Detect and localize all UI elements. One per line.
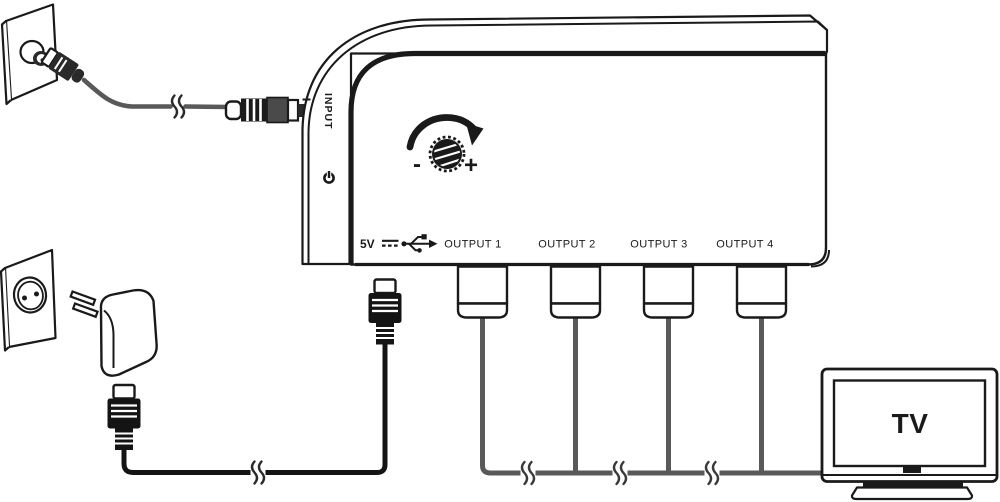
output-cables: [480, 315, 823, 476]
cable-break-icon: [704, 460, 720, 486]
power-spec-label: 5V: [360, 237, 375, 251]
gain-max-label: +: [464, 152, 478, 179]
usb-power-cable: [121, 343, 388, 475]
power-icon: [323, 171, 335, 184]
tv: TV: [820, 367, 999, 501]
output-port-2: [549, 265, 602, 319]
power-adapter-icon: [69, 288, 158, 377]
tv-label: TV: [892, 408, 929, 439]
amplifier-device: INPUT - + 5V: [301, 14, 830, 319]
usb-plug-device-icon: [368, 278, 402, 345]
device-front-face: [348, 50, 830, 268]
rotary-knob-icon: - +: [406, 114, 484, 179]
tv-stand-neck: [863, 480, 963, 488]
output-label-4: OUTPUT 4: [716, 239, 773, 251]
output-port-3: [642, 265, 695, 319]
output-port-4: [735, 265, 788, 319]
cable-break-icon: [520, 460, 536, 486]
usb-plug-adapter-icon: [107, 383, 141, 450]
tv-screen: [832, 379, 987, 468]
tv-stand-base: [850, 486, 974, 501]
tv-ir-sensor: [903, 465, 921, 473]
output-label-2: OUTPUT 2: [538, 239, 595, 251]
usb-icon: [401, 234, 438, 253]
device-shell: [301, 14, 829, 266]
coax-plug-icon: [224, 96, 306, 124]
output-port-1: [456, 265, 509, 319]
antenna-cable: [81, 77, 232, 110]
cable-break-icon: [170, 94, 186, 119]
dc-voltage-icon: [382, 239, 399, 247]
cable-break-icon: [612, 460, 628, 486]
gain-min-label: -: [413, 151, 421, 178]
output-label-1: OUTPUT 1: [444, 239, 501, 251]
antenna-plug-icon: [40, 47, 85, 83]
knob-arrowhead: [466, 123, 484, 146]
output-label-3: OUTPUT 3: [630, 239, 687, 251]
mains-wall-socket-icon: [0, 248, 57, 352]
input-label: INPUT: [322, 93, 334, 130]
cable-break-icon: [250, 460, 266, 485]
